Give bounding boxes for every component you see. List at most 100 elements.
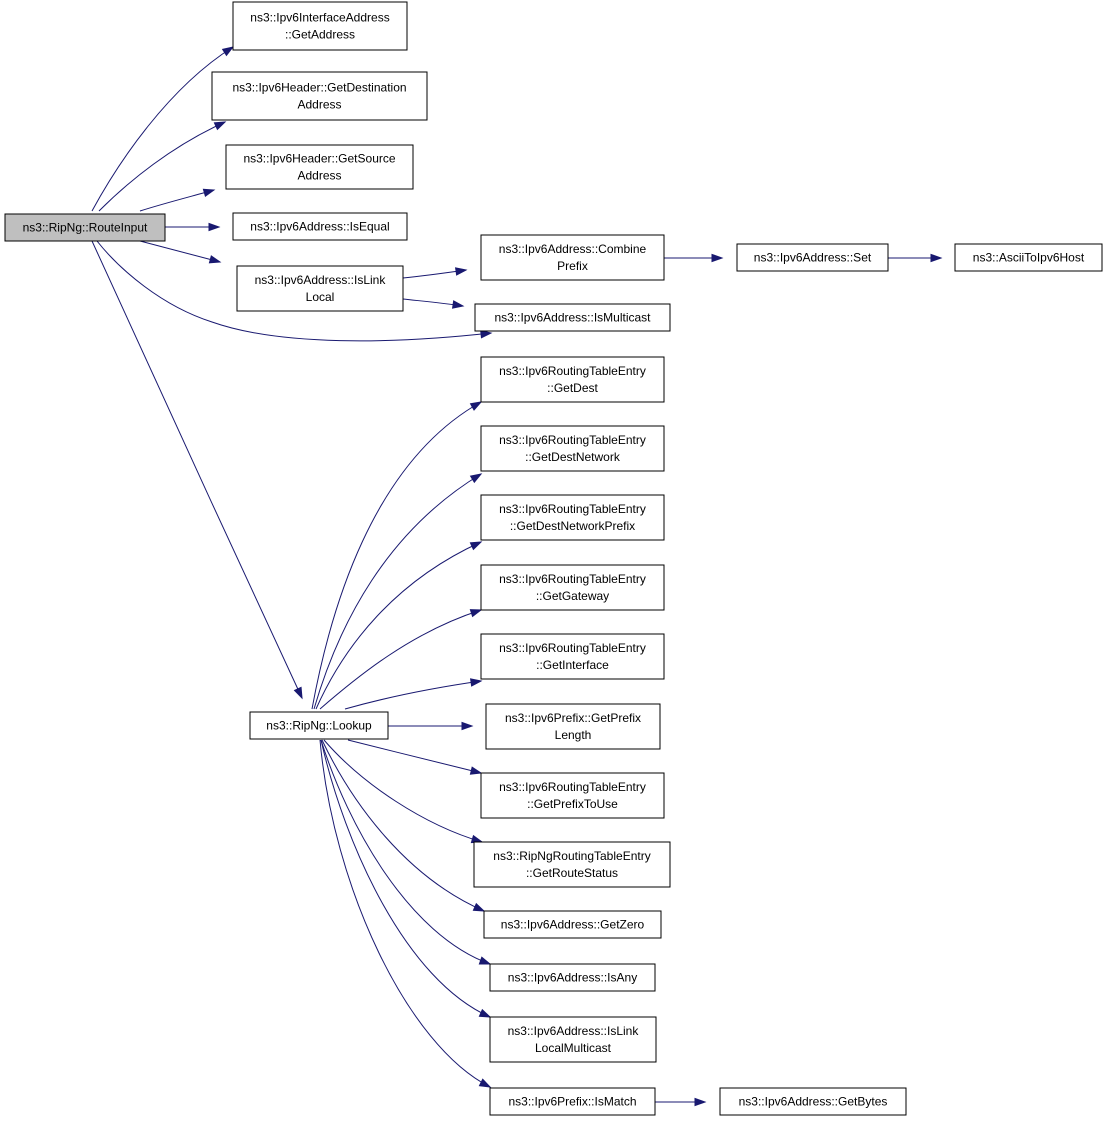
edge-lookup-to-ipv6-address-is-link-local-multicast: [320, 739, 492, 1018]
node-box: [4, 213, 166, 242]
node-label: ns3::Ipv6Address::GetZero: [501, 918, 645, 932]
arrowhead-icon: [930, 253, 943, 263]
node-label: ::GetAddress: [285, 28, 355, 42]
node-box: [473, 841, 671, 888]
edge-ipv6-address-set-to-ascii-to-ipv6-host: [888, 253, 943, 263]
node-label: ns3::AsciiToIpv6Host: [973, 251, 1085, 265]
node-label: ::GetDestNetwork: [525, 450, 621, 464]
node-box: [485, 703, 661, 750]
node-ipv6-address-get-zero[interactable]: ns3::Ipv6Address::GetZero: [483, 910, 662, 939]
node-label: ns3::Ipv6Prefix::GetPrefix: [505, 711, 641, 725]
node-label: Length: [555, 728, 592, 742]
node-prefix-is-match[interactable]: ns3::Ipv6Prefix::IsMatch: [489, 1087, 656, 1116]
edge-line: [91, 240, 303, 699]
node-label: ns3::Ipv6Address::IsLink: [255, 273, 387, 287]
node-label: ns3::Ipv6Address::IsLink: [508, 1024, 640, 1038]
node-box: [719, 1087, 907, 1116]
edge-ipv6-address-is-link-local-to-ipv6-address-is-multicast: [402, 298, 465, 309]
node-label: ns3::RipNgRoutingTableEntry: [493, 849, 650, 863]
node-box: [489, 1087, 656, 1116]
edge-line: [320, 739, 491, 1018]
node-route-input[interactable]: ns3::RipNg::RouteInput: [4, 213, 166, 242]
node-label: ::GetGateway: [536, 589, 609, 603]
node-box: [480, 564, 665, 611]
node-box: [480, 234, 665, 281]
node-ascii-to-ipv6-host[interactable]: ns3::AsciiToIpv6Host: [954, 243, 1103, 272]
edge-line: [91, 46, 234, 212]
node-rte-get-prefix-to-use[interactable]: ns3::Ipv6RoutingTableEntry::GetPrefixToU…: [480, 772, 665, 819]
node-label: ns3::Ipv6Address::IsMulticast: [494, 311, 651, 325]
edge-lookup-to-rte-get-dest: [311, 401, 483, 710]
edge-line: [319, 739, 491, 1088]
node-ipv6-address-is-multicast[interactable]: ns3::Ipv6Address::IsMulticast: [474, 303, 671, 332]
node-label: ns3::Ipv6Prefix::IsMatch: [508, 1095, 636, 1109]
arrowhead-icon: [202, 188, 216, 198]
node-label: ns3::Ipv6RoutingTableEntry: [499, 433, 646, 447]
node-label: ns3::Ipv6Address::IsEqual: [250, 220, 389, 234]
edges-layer: [91, 46, 943, 1107]
node-ipv6-address-is-equal[interactable]: ns3::Ipv6Address::IsEqual: [232, 212, 408, 241]
arrowhead-icon: [480, 329, 493, 339]
edge-ipv6-address-combine-prefix-to-ipv6-address-set: [664, 253, 724, 263]
node-rte-get-dest-network[interactable]: ns3::Ipv6RoutingTableEntry::GetDestNetwo…: [480, 425, 665, 472]
arrowhead-icon: [469, 541, 483, 551]
edge-route-input-to-ipv6-address-is-link-local: [139, 240, 222, 264]
edge-lookup-to-rte-get-gateway: [319, 609, 483, 710]
edge-line: [320, 739, 491, 965]
node-box: [480, 633, 665, 680]
node-box: [236, 265, 404, 312]
node-box: [483, 910, 662, 939]
node-box: [480, 772, 665, 819]
arrowhead-icon: [478, 1008, 492, 1018]
node-label: ns3::Ipv6Address::IsAny: [508, 971, 637, 985]
arrowhead-icon: [469, 609, 483, 618]
node-box: [736, 243, 889, 272]
node-label: Address: [297, 169, 341, 183]
node-rte-get-dest-network-prefix[interactable]: ns3::Ipv6RoutingTableEntry::GetDestNetwo…: [480, 494, 665, 541]
node-box: [474, 303, 671, 332]
edge-route-input-to-ipv6-interface-address-get-address: [91, 46, 235, 212]
node-label: Address: [297, 98, 341, 112]
arrowhead-icon: [451, 300, 465, 309]
edge-line: [347, 739, 482, 774]
node-label: ns3::RipNg::Lookup: [266, 719, 372, 733]
node-rte-get-dest[interactable]: ns3::Ipv6RoutingTableEntry::GetDest: [480, 356, 665, 403]
node-rte-get-interface[interactable]: ns3::Ipv6RoutingTableEntry::GetInterface: [480, 633, 665, 680]
node-lookup[interactable]: ns3::RipNg::Lookup: [249, 711, 389, 740]
edge-line: [313, 473, 482, 710]
node-ipv6-interface-address-get-address[interactable]: ns3::Ipv6InterfaceAddress::GetAddress: [232, 1, 408, 51]
edge-line: [323, 739, 483, 843]
arrowhead-icon: [461, 721, 474, 731]
node-label: ns3::Ipv6RoutingTableEntry: [499, 780, 646, 794]
edge-route-input-to-ipv6-header-get-destination-address: [98, 121, 227, 212]
node-ipv6-address-get-bytes[interactable]: ns3::Ipv6Address::GetBytes: [719, 1087, 907, 1116]
node-ipv6-address-is-any[interactable]: ns3::Ipv6Address::IsAny: [489, 963, 656, 992]
node-label: ::GetInterface: [536, 658, 609, 672]
node-box: [480, 494, 665, 541]
arrowhead-icon: [469, 766, 483, 775]
arrowhead-icon: [469, 473, 483, 484]
edge-line: [139, 189, 215, 212]
node-label: ns3::Ipv6Header::GetDestination: [232, 81, 406, 95]
edge-lookup-to-rte-get-prefix-to-use: [347, 739, 483, 775]
edge-lookup-to-rte-get-interface: [344, 678, 483, 710]
node-box: [489, 963, 656, 992]
arrowhead-icon: [208, 222, 221, 232]
node-ripng-rte-get-route-status[interactable]: ns3::RipNgRoutingTableEntry::GetRouteSta…: [473, 841, 671, 888]
edge-line: [139, 240, 221, 263]
node-ipv6-address-set[interactable]: ns3::Ipv6Address::Set: [736, 243, 889, 272]
node-label: Prefix: [557, 259, 588, 273]
node-label: ns3::Ipv6RoutingTableEntry: [499, 364, 646, 378]
node-rte-get-gateway[interactable]: ns3::Ipv6RoutingTableEntry::GetGateway: [480, 564, 665, 611]
edge-line: [321, 739, 485, 912]
edge-lookup-to-rte-get-dest-network: [313, 473, 483, 710]
arrowhead-icon: [694, 1097, 707, 1107]
edge-lookup-to-rte-get-dest-network-prefix: [315, 541, 483, 710]
edge-lookup-to-prefix-get-prefix-length: [388, 721, 474, 731]
